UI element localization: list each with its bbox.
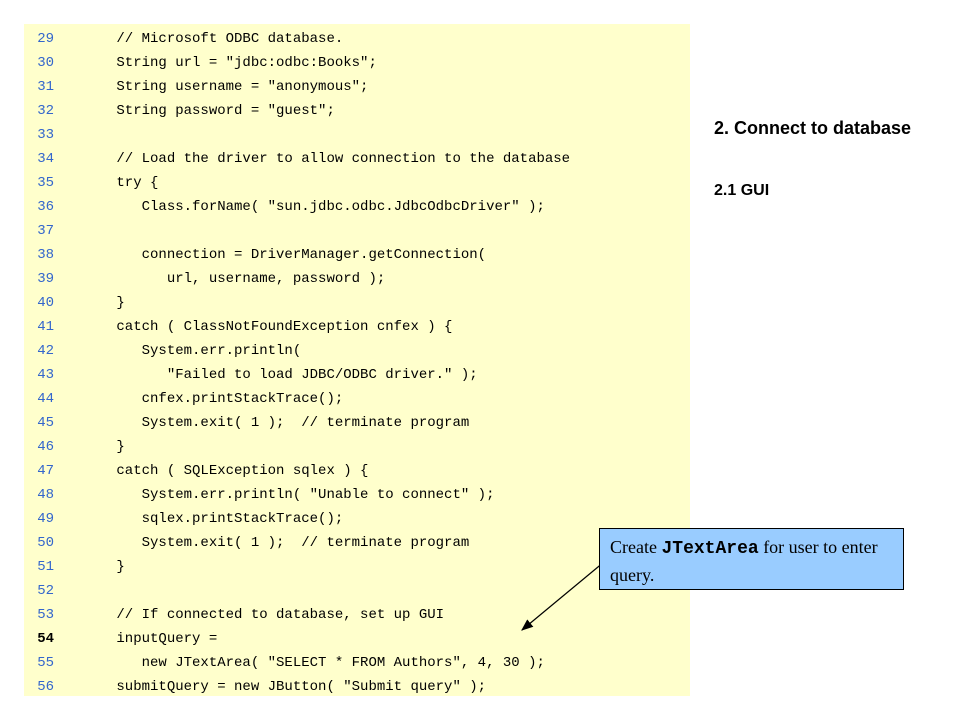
code-line: 38 connection = DriverManager.getConnect…: [24, 243, 690, 267]
line-number: 48: [37, 487, 54, 503]
code-text: }: [66, 295, 125, 311]
code-text: String url = "jdbc:odbc:Books";: [66, 55, 377, 71]
line-number: 42: [37, 343, 54, 359]
line-number: 47: [37, 463, 54, 479]
code-line: 37: [24, 219, 690, 243]
code-line: 31 String username = "anonymous";: [24, 75, 690, 99]
code-text: System.exit( 1 ); // terminate program: [66, 415, 470, 431]
code-line: 32 String password = "guest";: [24, 99, 690, 123]
code-text: System.err.println(: [66, 343, 302, 359]
code-text: }: [66, 559, 125, 575]
code-text: catch ( SQLException sqlex ) {: [66, 463, 369, 479]
callout-code: JTextArea: [661, 539, 759, 559]
line-number: 38: [37, 247, 54, 263]
line-number: 29: [37, 31, 54, 47]
line-number: 46: [37, 439, 54, 455]
line-number: 43: [37, 367, 54, 383]
section-heading-gui: 2.1 GUI: [714, 182, 770, 199]
line-number: 36: [37, 199, 54, 215]
code-line: 34 // Load the driver to allow connectio…: [24, 147, 690, 171]
code-line: 51 }: [24, 555, 690, 579]
code-line: 40 }: [24, 291, 690, 315]
line-number: 44: [37, 391, 54, 407]
line-number: 52: [37, 583, 54, 599]
code-text: url, username, password );: [66, 271, 386, 287]
code-line: 53 // If connected to database, set up G…: [24, 603, 690, 627]
callout-box: Create JTextArea for user to enter query…: [599, 528, 904, 590]
line-number: 40: [37, 295, 54, 311]
code-text: sqlex.printStackTrace();: [66, 511, 344, 527]
code-text: System.err.println( "Unable to connect" …: [66, 487, 495, 503]
code-line: 44 cnfex.printStackTrace();: [24, 387, 690, 411]
code-text: }: [66, 439, 125, 455]
code-text: "Failed to load JDBC/ODBC driver." );: [66, 367, 478, 383]
line-number: 50: [37, 535, 54, 551]
line-number: 32: [37, 103, 54, 119]
code-line: 49 sqlex.printStackTrace();: [24, 507, 690, 531]
code-text: String password = "guest";: [66, 103, 335, 119]
code-line: 30 String url = "jdbc:odbc:Books";: [24, 51, 690, 75]
line-number: 56: [37, 679, 54, 695]
code-text: submitQuery = new JButton( "Submit query…: [66, 679, 487, 695]
code-text: System.exit( 1 ); // terminate program: [66, 535, 470, 551]
section-heading-connect: 2. Connect to database: [714, 118, 912, 138]
line-number: 51: [37, 559, 54, 575]
code-line: 52: [24, 579, 690, 603]
line-number: 35: [37, 175, 54, 191]
line-number: 55: [37, 655, 54, 671]
callout-suffix: for user to enter query.: [610, 537, 878, 585]
code-line: 45 System.exit( 1 ); // terminate progra…: [24, 411, 690, 435]
code-line: 29 // Microsoft ODBC database.: [24, 27, 690, 51]
code-line: 42 System.err.println(: [24, 339, 690, 363]
callout-prefix: Create: [610, 537, 662, 557]
line-number: 31: [37, 79, 54, 95]
code-line: 55 new JTextArea( "SELECT * FROM Authors…: [24, 651, 690, 675]
code-text: connection = DriverManager.getConnection…: [66, 247, 487, 263]
code-text: // Microsoft ODBC database.: [66, 31, 344, 47]
code-line: 46 }: [24, 435, 690, 459]
code-line: 50 System.exit( 1 ); // terminate progra…: [24, 531, 690, 555]
code-line: 56 submitQuery = new JButton( "Submit qu…: [24, 675, 690, 699]
code-line: 39 url, username, password );: [24, 267, 690, 291]
line-number: 53: [37, 607, 54, 623]
line-number: 37: [37, 223, 54, 239]
code-text: cnfex.printStackTrace();: [66, 391, 344, 407]
line-number: 49: [37, 511, 54, 527]
code-line: 47 catch ( SQLException sqlex ) {: [24, 459, 690, 483]
code-line: 41 catch ( ClassNotFoundException cnfex …: [24, 315, 690, 339]
code-text: Class.forName( "sun.jdbc.odbc.JdbcOdbcDr…: [66, 199, 545, 215]
line-number: 34: [37, 151, 54, 167]
code-line: 48 System.err.println( "Unable to connec…: [24, 483, 690, 507]
code-text: String username = "anonymous";: [66, 79, 369, 95]
code-line: 33: [24, 123, 690, 147]
line-number: 41: [37, 319, 54, 335]
code-line: 36 Class.forName( "sun.jdbc.odbc.JdbcOdb…: [24, 195, 690, 219]
code-listing-panel: 29 // Microsoft ODBC database.30 String …: [24, 24, 690, 696]
code-text: // Load the driver to allow connection t…: [66, 151, 571, 167]
code-line: 54 inputQuery =: [24, 627, 690, 651]
code-text: // If connected to database, set up GUI: [66, 607, 445, 623]
line-number: 39: [37, 271, 54, 287]
line-number: 33: [37, 127, 54, 143]
code-text: catch ( ClassNotFoundException cnfex ) {: [66, 319, 453, 335]
arrow-line: [521, 561, 605, 631]
line-number: 54: [37, 631, 54, 647]
line-number: 30: [37, 55, 54, 71]
code-text: new JTextArea( "SELECT * FROM Authors", …: [66, 655, 545, 671]
code-text: try {: [66, 175, 159, 191]
code-line: 43 "Failed to load JDBC/ODBC driver." );: [24, 363, 690, 387]
code-line: 35 try {: [24, 171, 690, 195]
code-text: inputQuery =: [66, 631, 218, 647]
line-number: 45: [37, 415, 54, 431]
